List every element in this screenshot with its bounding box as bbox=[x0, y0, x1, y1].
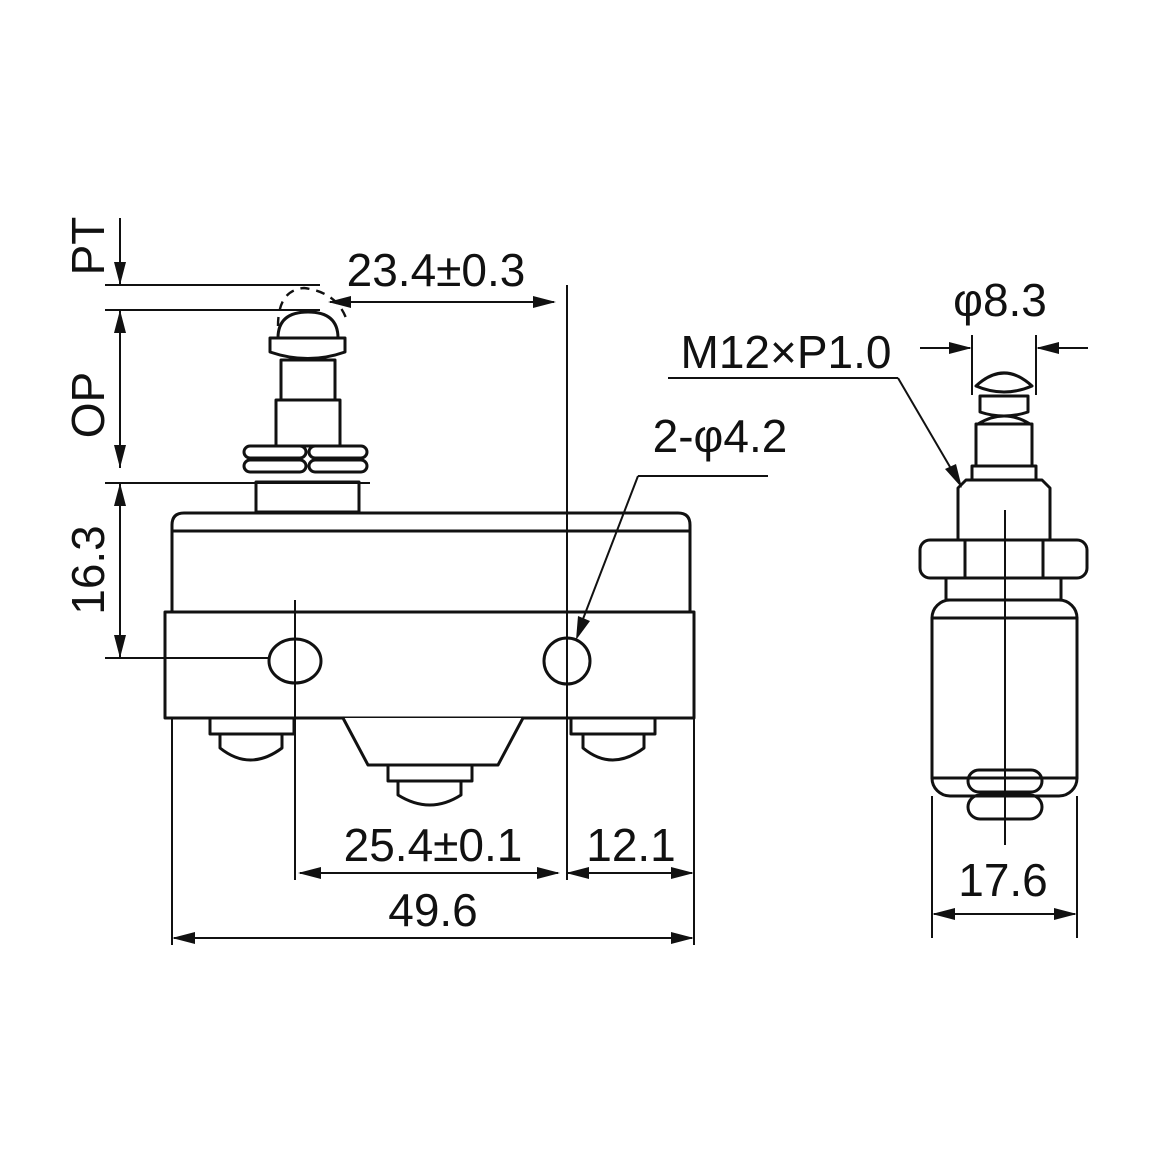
plunger-assembly bbox=[242, 286, 369, 514]
label-plunger-dia: φ8.3 bbox=[953, 274, 1047, 326]
label-height: 16.3 bbox=[62, 525, 114, 615]
label-hole-spacing: 25.4±0.1 bbox=[344, 819, 523, 871]
terminal-center bbox=[386, 763, 474, 807]
hex-nut bbox=[918, 538, 1089, 580]
terminal-left bbox=[208, 716, 296, 762]
label-pt: PT bbox=[62, 217, 114, 276]
side-plunger bbox=[970, 371, 1038, 482]
label-width: 17.6 bbox=[958, 854, 1048, 906]
mounting-plate bbox=[163, 610, 696, 720]
label-hole-to-edge: 12.1 bbox=[586, 819, 676, 871]
front-view bbox=[163, 285, 696, 880]
upper-housing bbox=[170, 511, 692, 614]
label-total-length: 49.6 bbox=[388, 884, 478, 936]
label-holes: 2-φ4.2 bbox=[653, 410, 788, 462]
bottom-notch bbox=[341, 716, 525, 767]
dimension-lines bbox=[105, 218, 1088, 945]
terminal-right bbox=[569, 716, 657, 762]
side-view bbox=[918, 371, 1089, 845]
label-thread: M12×P1.0 bbox=[681, 326, 892, 378]
label-plunger-offset: 23.4±0.3 bbox=[347, 244, 526, 296]
label-op: OP bbox=[62, 372, 114, 438]
dimension-labels: PT OP 16.3 23.4±0.3 2-φ4.2 25.4±0.1 12.1… bbox=[62, 217, 1048, 936]
